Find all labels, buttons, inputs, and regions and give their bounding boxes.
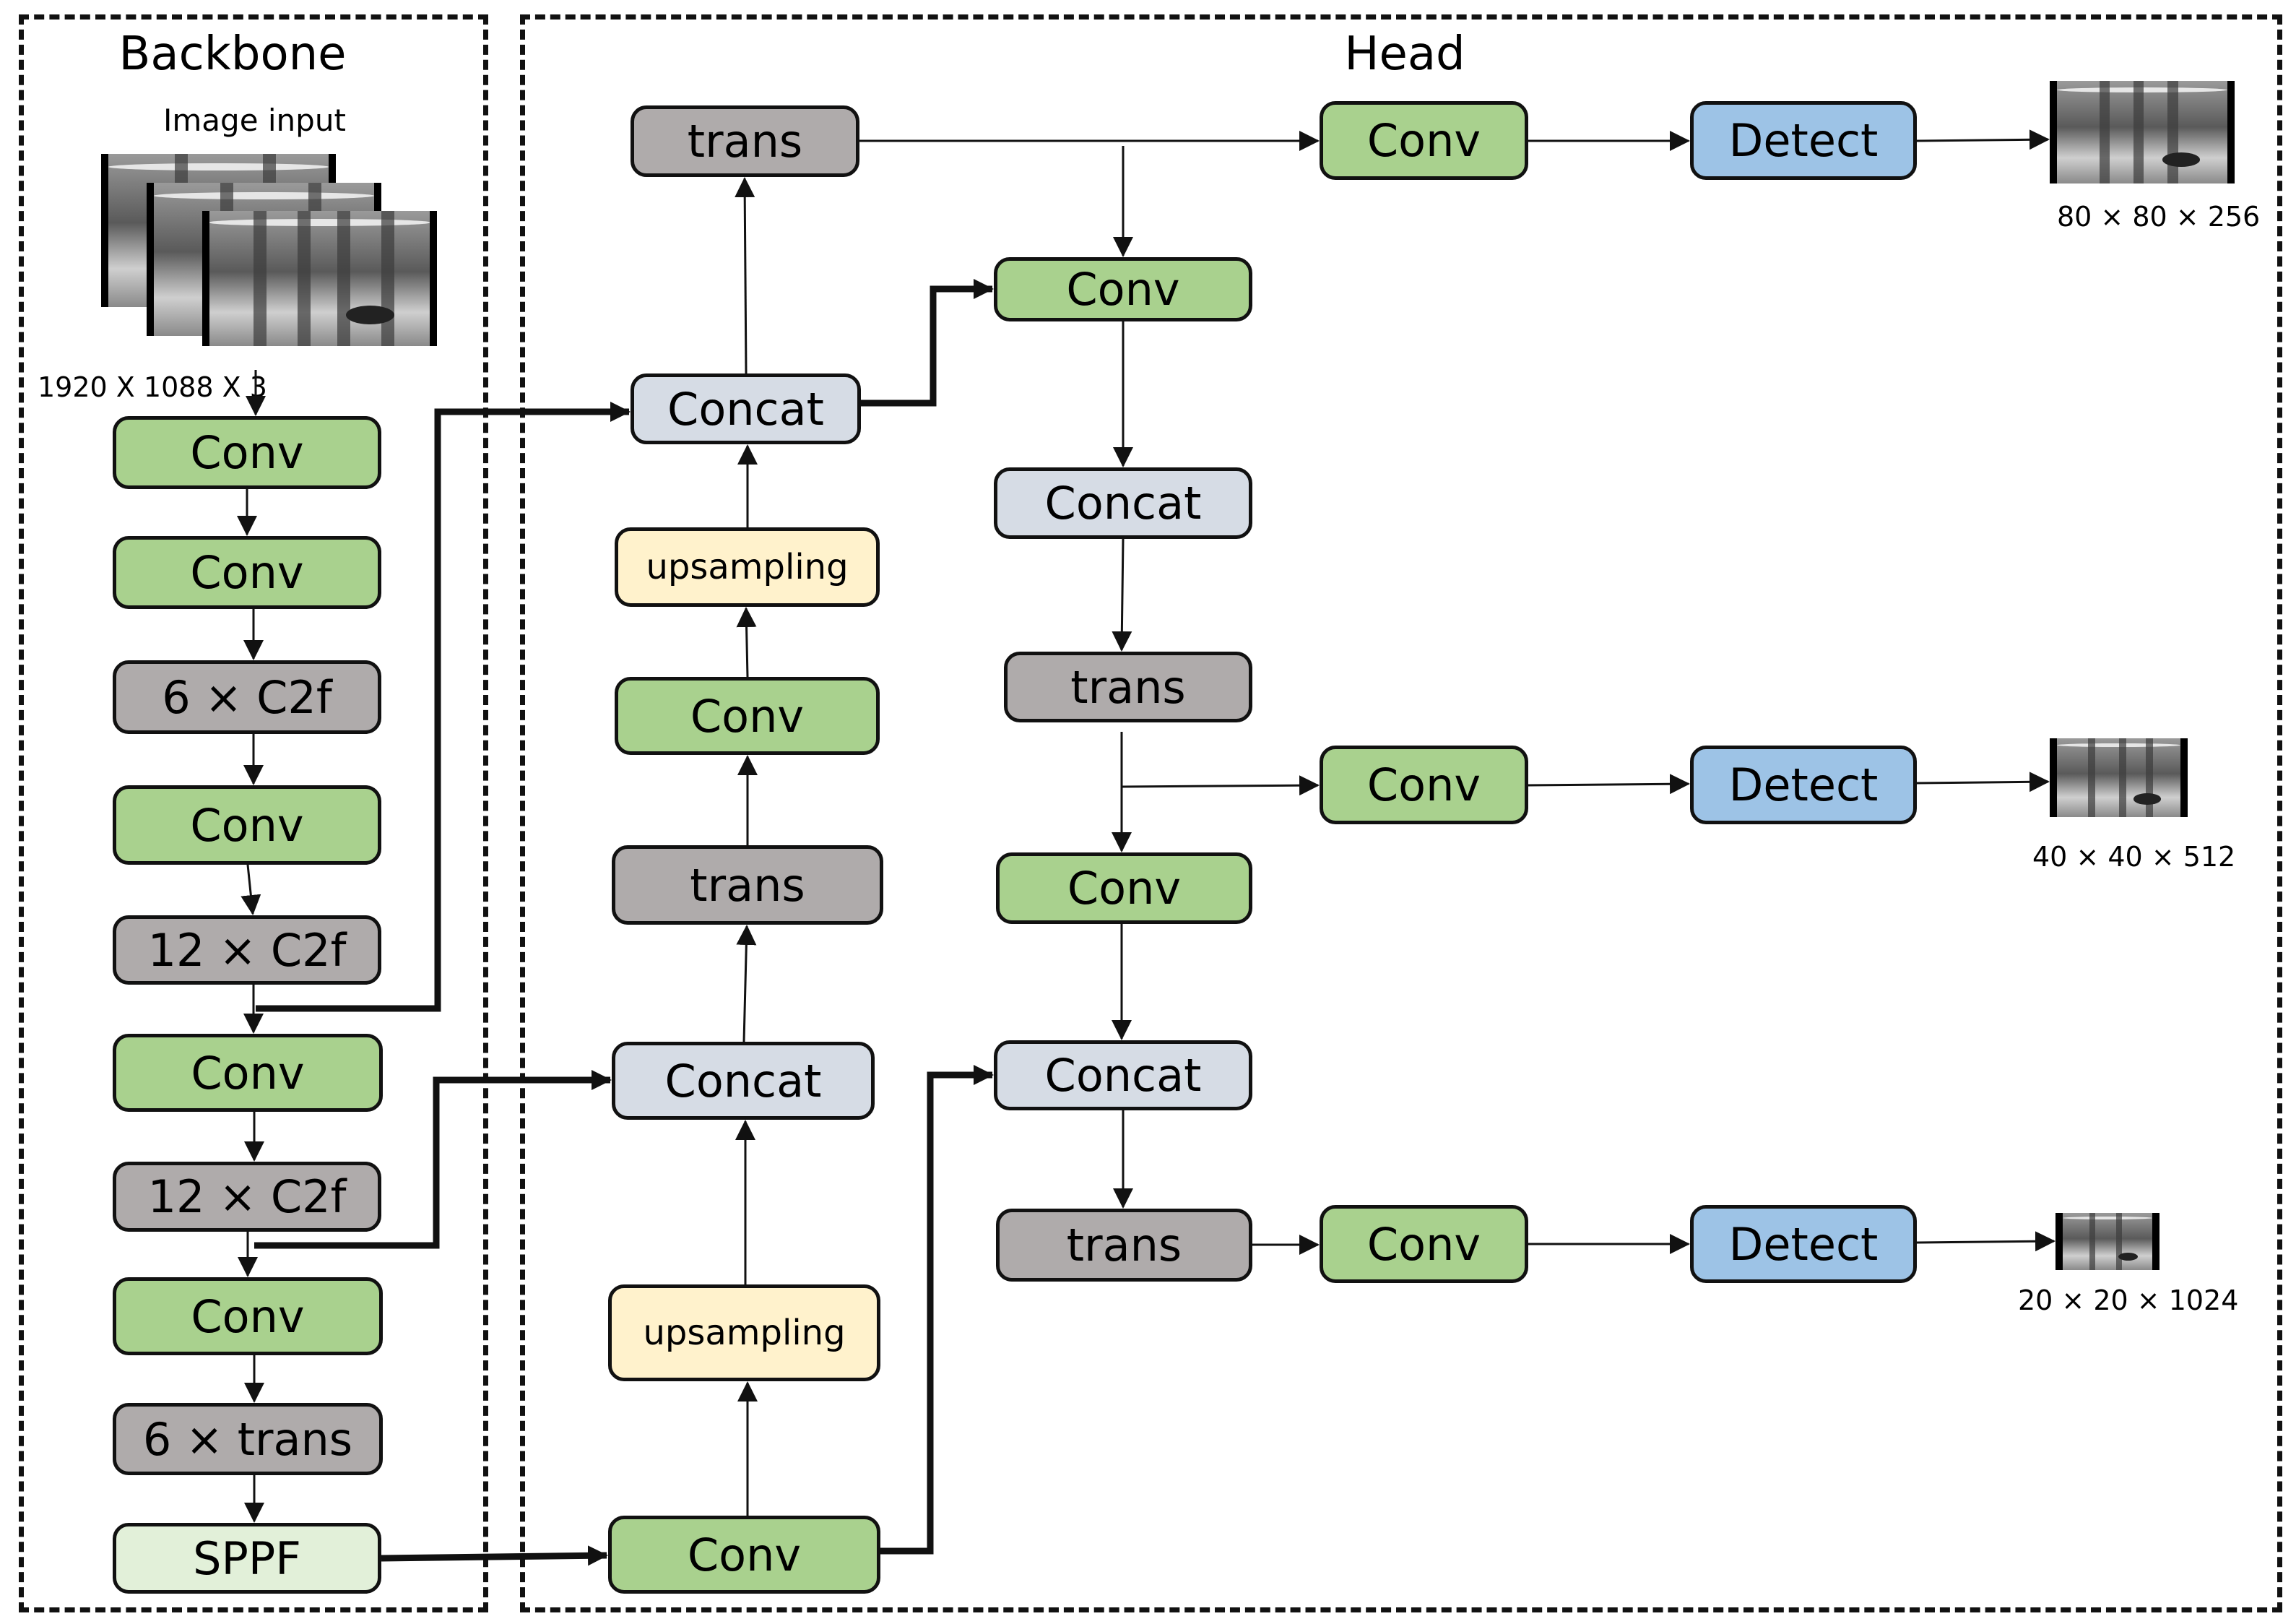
skip-sppf-conv	[381, 1545, 608, 1566]
output-size-3: 20 × 20 × 1024	[2018, 1284, 2239, 1316]
skip-conv-concat	[880, 1065, 994, 1555]
skip-c2f12a-concat	[256, 402, 631, 1012]
arrow-h7	[735, 177, 755, 374]
head-concat-mid[interactable]: Concat	[612, 1042, 875, 1120]
skip-concat-conv	[861, 279, 994, 407]
head-trans-mid[interactable]: trans	[612, 845, 883, 925]
arrow-h3	[736, 925, 757, 1042]
head2-trans-1[interactable]: trans	[1004, 652, 1252, 722]
backbone-conv-5[interactable]: Conv	[113, 1277, 383, 1355]
backbone-sppf[interactable]: SPPF	[113, 1523, 381, 1594]
detect-3[interactable]: Detect	[1690, 1205, 1917, 1283]
backbone-c2f-12-b[interactable]: 12 × C2f	[113, 1162, 381, 1232]
head-upsampling-bottom[interactable]: upsampling	[608, 1284, 880, 1381]
output-size-2: 40 × 40 × 512	[2032, 841, 2236, 873]
output-conv-1[interactable]: Conv	[1320, 101, 1528, 180]
head2-trans-2[interactable]: trans	[996, 1209, 1252, 1282]
output-image-3	[2055, 1213, 2159, 1270]
arrow-h5	[736, 607, 757, 678]
arrow-b4	[241, 864, 261, 915]
output-image-2	[2050, 738, 2188, 817]
input-image-3	[202, 211, 437, 346]
output-conv-3[interactable]: Conv	[1320, 1205, 1528, 1283]
head2-concat-2[interactable]: Concat	[994, 1040, 1252, 1110]
backbone-c2f-12-a[interactable]: 12 × C2f	[113, 915, 381, 985]
head-upsampling-top[interactable]: upsampling	[615, 527, 880, 607]
backbone-c2f-6[interactable]: 6 × C2f	[113, 660, 381, 734]
backbone-conv-3[interactable]: Conv	[113, 785, 381, 865]
backbone-conv-1[interactable]: Conv	[113, 416, 381, 489]
backbone-trans-6[interactable]: 6 × trans	[113, 1403, 383, 1475]
arrow-conv-detect-2	[1528, 774, 1690, 795]
head-frame	[520, 14, 2282, 1612]
image-input-label: Image input	[163, 103, 346, 138]
head2-conv-2[interactable]: Conv	[996, 852, 1252, 924]
detect-1[interactable]: Detect	[1690, 101, 1917, 180]
skip-c2f12b-concat	[254, 1070, 612, 1249]
head-conv-mid[interactable]: Conv	[615, 677, 880, 755]
arrow-c3	[1112, 538, 1132, 652]
arrow-trans-mid-conv	[1121, 775, 1320, 796]
head-concat-top[interactable]: Concat	[631, 373, 861, 444]
arrow-detect-out-1	[1916, 129, 2050, 150]
output-size-1: 80 × 80 × 256	[2057, 201, 2261, 233]
input-size-label: 1920 X 1088 X 3	[38, 371, 267, 403]
backbone-conv-4[interactable]: Conv	[113, 1034, 383, 1112]
head-title: Head	[1344, 27, 1465, 81]
arrow-detect-out-3	[1916, 1231, 2055, 1252]
output-image-1	[2050, 81, 2235, 183]
arrow-detect-out-2	[1916, 772, 2050, 792]
backbone-conv-2[interactable]: Conv	[113, 536, 381, 609]
head2-concat-1[interactable]: Concat	[994, 467, 1252, 539]
head-trans-top[interactable]: trans	[631, 105, 859, 177]
backbone-title: Backbone	[118, 27, 347, 81]
backbone-frame	[19, 14, 488, 1612]
detect-2[interactable]: Detect	[1690, 746, 1917, 824]
head-conv-bottom[interactable]: Conv	[608, 1516, 880, 1594]
head2-conv-1[interactable]: Conv	[994, 257, 1252, 321]
output-conv-2[interactable]: Conv	[1320, 746, 1528, 824]
